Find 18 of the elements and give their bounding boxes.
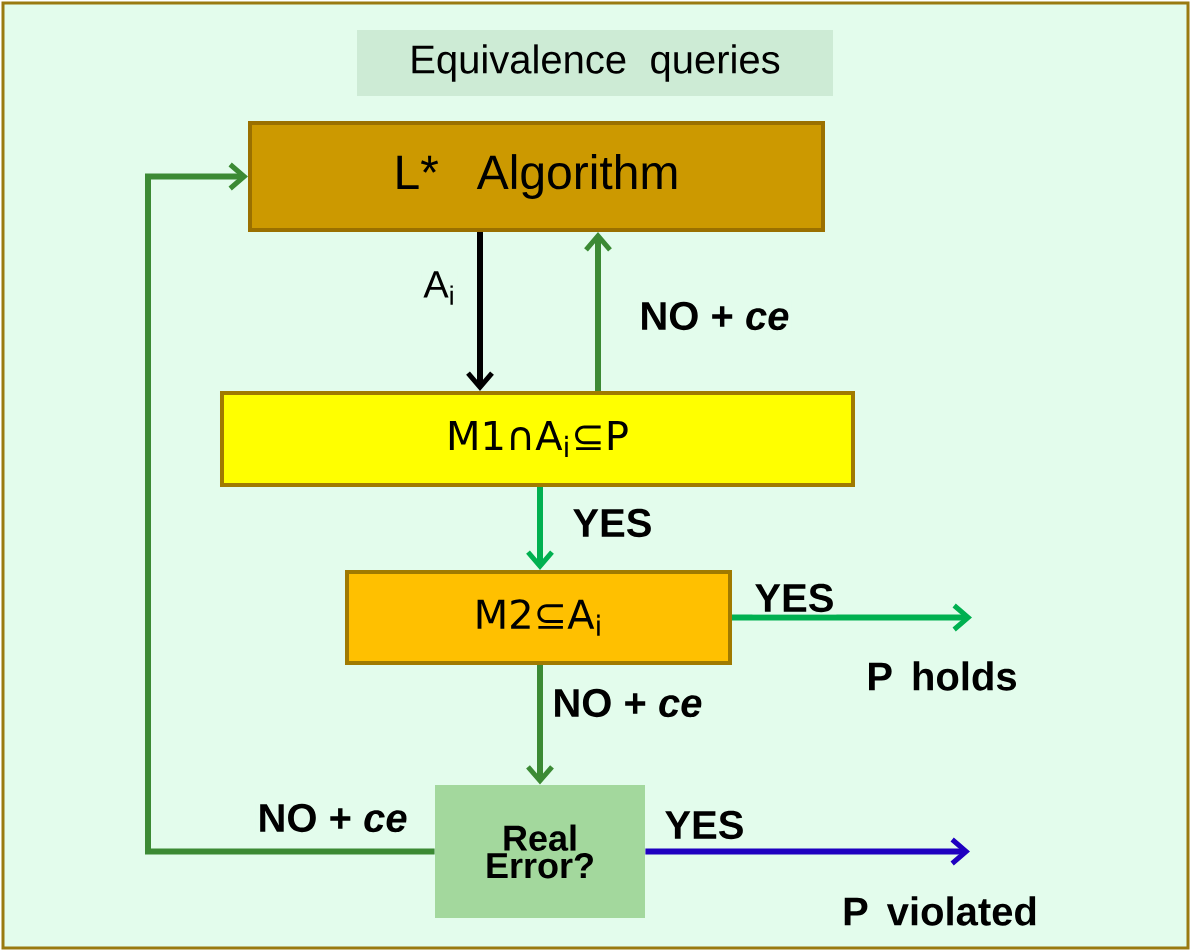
result-text: P holds [869, 661, 1016, 691]
edge-label: NO + ce [637, 299, 792, 333]
arrow [584, 232, 612, 391]
edge-label: YES [570, 506, 655, 540]
arrow [645, 837, 970, 866]
process-box: M1∩A$_{i}$⊆P [220, 391, 855, 487]
edge-label: NO + ce [550, 686, 705, 720]
heading-box: Equivalence queries [357, 30, 833, 96]
decision-box: Real Error? [435, 785, 645, 918]
edge-label: YES [662, 808, 747, 842]
edge-label: NO + ce [255, 801, 410, 835]
edge-label: YES [752, 581, 837, 615]
edge-label: A$_{i}$ [421, 269, 458, 307]
process-box: M2⊆A$_{i}$ [345, 570, 732, 665]
result-text: P violated [844, 896, 1036, 926]
arrow [145, 162, 435, 855]
process-box: L* Algorithm [248, 121, 825, 232]
arrow [732, 603, 972, 632]
